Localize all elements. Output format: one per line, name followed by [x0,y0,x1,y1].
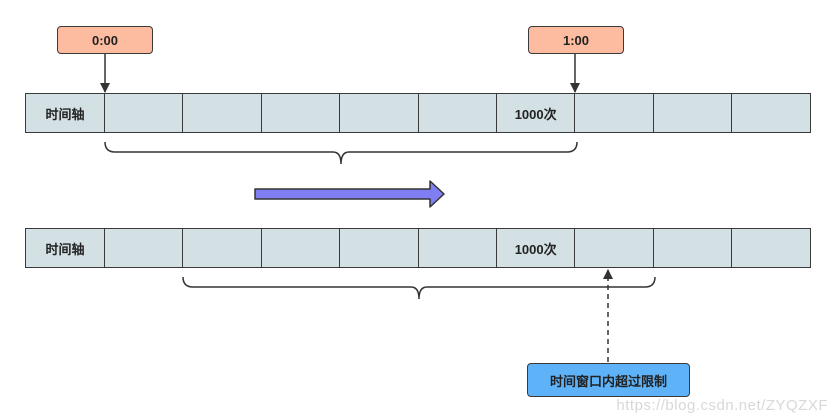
slide-direction-arrow [254,180,445,208]
limit-exceeded-note: 时间窗口内超过限制 [527,363,690,397]
window-brace-top [104,141,578,165]
time-slot-count: 1000次 [496,93,576,133]
time-slot [340,228,419,268]
time-slot [653,93,733,133]
window-brace-bottom [182,276,656,300]
time-slot [732,228,811,268]
time-slot [418,228,497,268]
time-slot [732,93,811,133]
time-slot-count: 1000次 [496,228,576,268]
time-slot [183,93,262,133]
end-time-marker: 1:00 [528,26,624,54]
time-slot [183,228,262,268]
time-slot [340,93,419,133]
start-time-marker: 0:00 [57,26,153,54]
timeline-top: 时间轴 1000次 [25,93,811,133]
time-slot [418,93,497,133]
time-slot [575,228,654,268]
timeline-bottom: 时间轴 1000次 [25,228,811,268]
time-slot [653,228,733,268]
timeline-label: 时间轴 [25,93,105,133]
time-slot [261,228,341,268]
time-slot [575,93,654,133]
time-slot [261,93,341,133]
timeline-label: 时间轴 [25,228,105,268]
time-slot [105,93,184,133]
watermark: https://blog.csdn.net/ZYQZXF [616,397,828,414]
time-slot [105,228,184,268]
